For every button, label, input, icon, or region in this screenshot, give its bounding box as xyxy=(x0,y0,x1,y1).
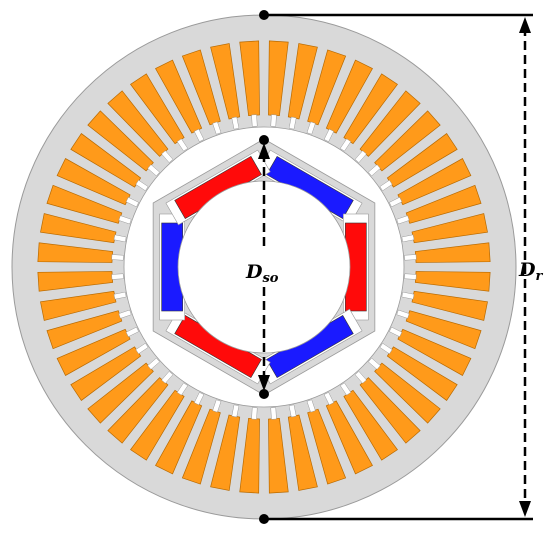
slot-opening xyxy=(288,404,297,418)
slot-opening xyxy=(389,326,403,338)
slot-opening xyxy=(231,116,240,130)
slot-opening xyxy=(125,326,139,338)
slot-opening xyxy=(306,399,316,413)
slot-opening xyxy=(270,407,277,420)
slot-opening xyxy=(339,138,352,152)
slot-opening xyxy=(354,150,367,163)
slot-opening xyxy=(323,128,335,142)
slot-opening xyxy=(396,309,410,319)
dso-label: Dso xyxy=(245,261,279,286)
slot-opening xyxy=(135,179,149,192)
slot-opening xyxy=(270,114,277,127)
slot-opening xyxy=(176,382,189,396)
slot-opening xyxy=(389,196,403,208)
dso-arrow-down xyxy=(258,375,270,391)
dr-arrow-down xyxy=(519,501,531,517)
slot-opening xyxy=(368,357,381,370)
slot-opening xyxy=(118,215,132,225)
slot-opening xyxy=(161,371,174,384)
slot-opening xyxy=(135,342,149,355)
dr-top-point xyxy=(259,10,269,20)
slot-opening xyxy=(288,116,297,130)
slot-opening xyxy=(231,404,240,418)
slot-opening xyxy=(111,273,124,280)
slot-opening xyxy=(113,234,127,243)
slot-opening xyxy=(251,114,258,127)
slot-opening xyxy=(212,121,222,135)
slot-opening xyxy=(147,357,160,370)
dr-arrow-up xyxy=(519,17,531,33)
slot-opening xyxy=(401,234,415,243)
rotor-magnets xyxy=(159,149,369,385)
shaft-bore xyxy=(177,180,351,354)
slot-opening xyxy=(379,342,393,355)
slot-opening xyxy=(379,179,393,192)
slot-opening xyxy=(193,128,205,142)
dso-bottom-point xyxy=(259,389,269,399)
slot-opening xyxy=(323,392,335,406)
dr-label: Dr xyxy=(518,259,543,284)
slot-opening xyxy=(118,309,132,319)
slot-opening xyxy=(368,164,381,177)
dso-top-point xyxy=(259,135,269,145)
slot-opening xyxy=(354,371,367,384)
slot-opening xyxy=(147,164,160,177)
slot-opening xyxy=(176,138,189,152)
slot-opening xyxy=(306,121,316,135)
slot-opening xyxy=(125,196,139,208)
dimension-lines xyxy=(258,10,533,524)
slot-opening xyxy=(161,150,174,163)
slot-opening xyxy=(251,407,258,420)
stator-slots xyxy=(37,40,491,494)
slot-opening xyxy=(339,382,352,396)
slot-opening xyxy=(212,399,222,413)
slot-opening xyxy=(401,291,415,300)
slot-opening xyxy=(111,254,124,261)
slot-opening xyxy=(404,254,417,261)
slot-opening xyxy=(113,291,127,300)
slot-opening xyxy=(396,215,410,225)
slot-opening xyxy=(193,392,205,406)
slot-opening xyxy=(404,273,417,280)
dr-bottom-point xyxy=(259,514,269,524)
dso-arrow-up xyxy=(258,143,270,159)
